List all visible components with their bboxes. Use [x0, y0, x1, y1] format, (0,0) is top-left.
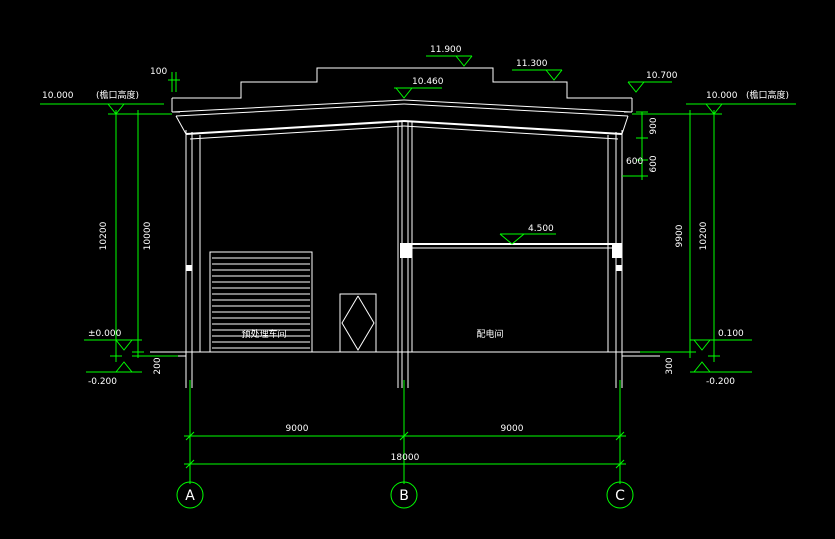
elevation-mark-right-floor: 0.100 — [690, 329, 752, 351]
column-a — [185, 130, 201, 388]
right-top-dimensions: 900 600 600 — [622, 111, 659, 180]
svg-text:(檐口高度): (檐口高度) — [96, 89, 139, 101]
svg-text:-0.200: -0.200 — [706, 377, 735, 387]
elevation-mark-ridge: 10.460 — [394, 77, 444, 99]
svg-text:10200: 10200 — [99, 221, 109, 250]
elevation-mark-left-floor: ±0.000 — [84, 329, 142, 351]
elevation-mark-step: 11.300 — [512, 59, 563, 81]
svg-text:10.460: 10.460 — [412, 77, 444, 87]
svg-text:10000: 10000 — [143, 221, 153, 250]
svg-text:10.700: 10.700 — [646, 71, 678, 81]
room-label-right: 配电间 — [476, 328, 503, 340]
svg-text:C: C — [615, 488, 625, 504]
svg-text:-0.200: -0.200 — [88, 377, 117, 387]
svg-text:±0.000: ±0.000 — [88, 329, 122, 339]
elevation-mark-mezzanine: 4.500 — [499, 224, 556, 245]
elevation-mark-right-eave: 10.000 (檐口高度) — [632, 89, 796, 115]
svg-text:9900: 9900 — [675, 224, 685, 247]
svg-text:10.000: 10.000 — [42, 91, 74, 101]
svg-text:100: 100 — [150, 67, 167, 77]
column-a-joint — [186, 265, 192, 271]
axis-bubble-b: B — [390, 481, 418, 509]
axis-bubble-a: A — [176, 481, 204, 509]
column-c-joint — [616, 265, 622, 271]
elevation-mark-right-eave-top: 10.700 — [627, 71, 678, 93]
svg-text:(檐口高度): (檐口高度) — [746, 89, 789, 101]
mezzanine-slab — [400, 243, 622, 258]
left-vertical-dimensions: 10200 10000 200 — [99, 110, 178, 375]
right-vertical-dimensions: 9900 10200 300 — [640, 110, 720, 375]
svg-text:900: 900 — [649, 117, 659, 134]
dim-total: 18000 — [391, 453, 420, 463]
elevation-mark-right-ground: -0.200 — [690, 361, 752, 387]
horizontal-dimensions: 9000 9000 18000 — [184, 424, 626, 469]
column-c — [607, 130, 623, 388]
svg-text:4.500: 4.500 — [528, 224, 554, 234]
svg-text:A: A — [185, 488, 195, 504]
dim-bay-ab: 9000 — [286, 424, 309, 434]
room-label-left: 预处理车间 — [241, 328, 286, 340]
elevation-mark-ridge-top: 11.900 — [426, 45, 473, 67]
shutter-slats — [212, 257, 310, 349]
svg-text:200: 200 — [153, 357, 163, 374]
elevation-mark-left-ground: -0.200 — [86, 361, 142, 387]
svg-text:11.300: 11.300 — [516, 59, 548, 69]
svg-text:600: 600 — [626, 157, 643, 167]
mezzanine-left-joint — [400, 244, 412, 258]
svg-text:0.100: 0.100 — [718, 329, 744, 339]
axis-bubble-c: C — [606, 481, 634, 509]
svg-text:10.000: 10.000 — [706, 91, 738, 101]
svg-text:11.900: 11.900 — [430, 45, 462, 55]
dim-bay-bc: 9000 — [501, 424, 524, 434]
floor-line — [150, 351, 660, 357]
equipment-door — [339, 293, 377, 353]
roof-profile — [171, 67, 633, 140]
roller-shutter-door — [209, 251, 313, 353]
mezzanine-right-joint — [612, 244, 622, 258]
svg-text:10200: 10200 — [699, 221, 709, 250]
dimension-parapet: 100 — [150, 67, 180, 92]
svg-text:B: B — [399, 488, 409, 504]
svg-text:300: 300 — [665, 357, 675, 374]
grid-axes — [189, 380, 621, 484]
elevation-mark-left-eave: 10.000 (檐口高度) — [40, 89, 172, 115]
svg-text:600: 600 — [649, 155, 659, 172]
